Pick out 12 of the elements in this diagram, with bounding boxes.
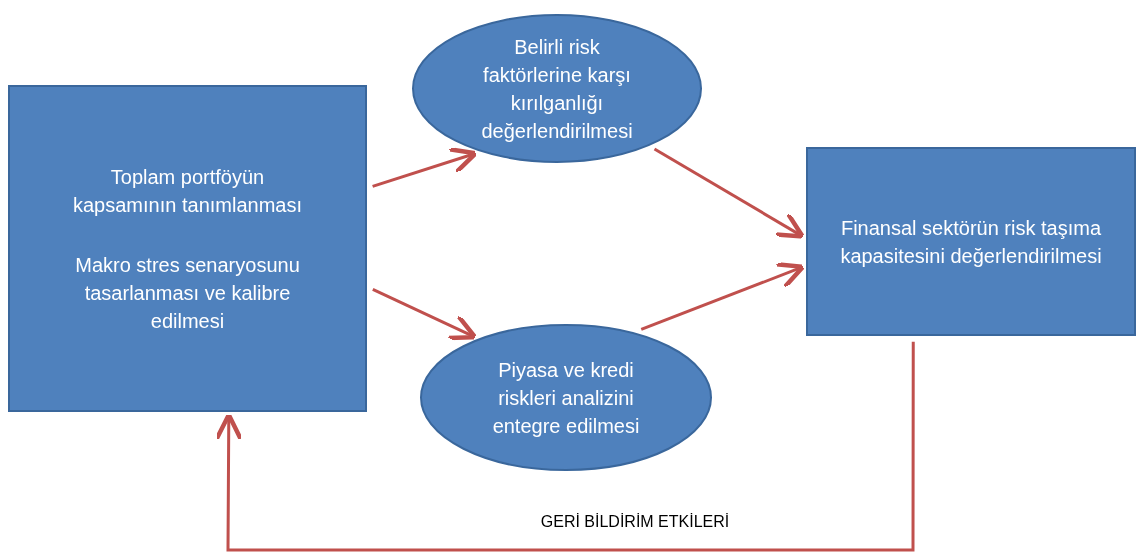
process-box — [806, 147, 1136, 336]
arrow — [640, 262, 806, 331]
arrow — [653, 147, 805, 239]
node-text: Toplam portföyün kapsamının tanımlanması — [72, 164, 303, 218]
arrow — [214, 341, 915, 552]
node-text: Belirli risk faktörlerine karşı kırılganlığı değerlendirilmesi — [480, 34, 634, 144]
node-text: Piyasa ve kredi riskleri analizini entegre edilmesi — [491, 357, 641, 439]
node-text: Makro stres senaryosunu tasarlanması ve kalibre edilmesi — [74, 252, 301, 334]
arrow — [372, 147, 478, 188]
process-box — [8, 85, 367, 412]
node-text: Finansal sektörün risk taşıma kapasitesini değerlendirilmesi — [839, 215, 1103, 269]
arrow — [372, 288, 478, 341]
